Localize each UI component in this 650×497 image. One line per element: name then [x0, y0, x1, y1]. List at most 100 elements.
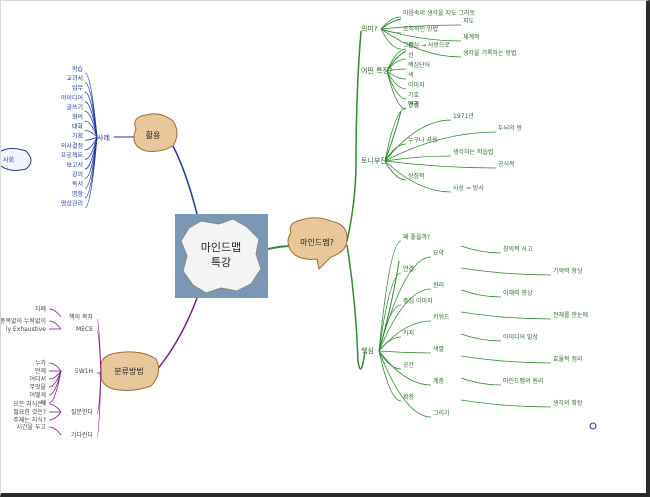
classify-sub-item[interactable]: 어디서 — [29, 375, 46, 383]
branch-label-use: 활용 — [146, 130, 161, 140]
classify-sub-item[interactable]: 어떻게 — [29, 391, 46, 399]
core-connector — [378, 288, 432, 352]
buzan-item[interactable]: 사상 = 방사 — [453, 184, 484, 192]
core-connector — [378, 350, 432, 418]
branch-bubble-main[interactable] — [287, 217, 348, 271]
use-item[interactable]: 아이디어 — [61, 94, 83, 102]
branch-bubble-use[interactable] — [133, 113, 178, 152]
meaning-connector — [380, 16, 402, 30]
use-side-label: 사회 — [3, 156, 14, 164]
core-connector — [378, 350, 402, 402]
classify-item[interactable]: 책의 목차 — [69, 313, 93, 321]
classify-sub-item[interactable]: 시간을 두고 — [16, 423, 46, 431]
use-item[interactable]: 대화 — [72, 123, 84, 131]
link-icon[interactable] — [589, 422, 597, 430]
feature-item[interactable]: 이미지 — [408, 81, 425, 89]
use-item[interactable]: 회의 — [72, 113, 83, 121]
buzan-item[interactable]: 누구나 사용 — [408, 136, 438, 144]
use-item[interactable]: 의사결정 — [61, 142, 83, 150]
right-note[interactable]: 생각의 확장 — [553, 399, 583, 407]
classify-sub-item[interactable]: 필요한 것은? — [13, 408, 46, 416]
core-item-principle[interactable]: 원리 — [433, 281, 444, 289]
use-item[interactable]: 글쓰기 — [66, 103, 83, 111]
use-item[interactable]: 명상관리 — [61, 199, 83, 207]
use-item[interactable]: 독서 — [72, 180, 83, 188]
right-note[interactable]: 이해력 향상 — [503, 289, 533, 297]
buzan-item[interactable]: 상징적 — [408, 172, 425, 180]
core-item-branch[interactable]: 가지 — [403, 329, 414, 337]
classify-sub-item[interactable]: 모든 지식은? — [13, 400, 46, 408]
right-note[interactable]: 효율적 정리 — [553, 355, 583, 363]
classify-sub-item[interactable]: 왜 — [40, 399, 46, 407]
use-item[interactable]: 명함 — [72, 190, 84, 198]
use-item[interactable]: 강의 — [72, 171, 83, 179]
classify-item[interactable]: 기다린다 — [71, 431, 94, 439]
buzan-connector — [384, 131, 497, 162]
use-item[interactable]: 교과서 — [66, 75, 83, 83]
feature-connector — [386, 70, 407, 80]
classify-sub-item[interactable]: 차례 — [35, 305, 46, 313]
use-item[interactable]: 기획 — [72, 132, 83, 140]
branch-bubble-classify[interactable] — [99, 351, 160, 391]
buzan-item[interactable]: 1971년 — [453, 112, 474, 120]
use-item[interactable]: 프로젝트 — [61, 151, 84, 159]
classify-item[interactable]: 5W1H — [75, 368, 93, 375]
right-note[interactable]: 마인드맵의 원리 — [503, 377, 544, 385]
node-meaning[interactable]: 의미? — [361, 24, 378, 33]
core-item-color[interactable]: 색깔 — [433, 345, 445, 353]
buzan-item[interactable]: 생각하는 학습법 — [453, 148, 494, 156]
core-connector — [378, 350, 432, 354]
classify-item[interactable]: 질문한다 — [71, 408, 94, 416]
use-item[interactable]: 학습 — [72, 65, 84, 73]
meaning-item[interactable]: 생각을 기록하는 방법 — [463, 49, 517, 57]
buzan-item[interactable]: 공식적 — [498, 160, 515, 168]
node-core[interactable]: 핵심 — [361, 346, 374, 355]
classify-sub-connector — [48, 308, 62, 318]
feature-item[interactable]: 기호 — [408, 91, 420, 99]
feature-item[interactable]: 연결 — [408, 101, 419, 109]
use-item[interactable]: 보고서 — [66, 161, 83, 169]
trunk-down — [346, 244, 366, 370]
right-note[interactable]: 기억력 향상 — [553, 267, 583, 275]
core-item-draw[interactable]: 그리기 — [433, 409, 450, 417]
classify-sub-item[interactable]: 무엇을 — [29, 384, 46, 391]
core-item-center_image[interactable]: 중심 이미지 — [403, 297, 433, 305]
right-note[interactable]: 창의적 사고 — [503, 245, 533, 253]
classify-sub-connector — [48, 370, 62, 380]
core-item-why[interactable]: 왜 좋을까? — [403, 233, 430, 241]
classify-sub-item[interactable]: 언제 — [35, 367, 46, 375]
feature-item[interactable]: 중심 → 사방으로 — [408, 41, 450, 49]
core-item-hierarchy[interactable]: 계층 — [433, 377, 445, 385]
meaning-item[interactable]: 체계적 — [463, 33, 480, 41]
core-connector — [378, 336, 402, 352]
meaning-item[interactable]: 지도 — [463, 17, 475, 25]
use-item[interactable]: 업무 — [72, 84, 84, 92]
buzan-item[interactable]: 두뇌의 왕 — [498, 124, 522, 132]
classify-sub-item[interactable]: 주제는 지식? — [13, 416, 46, 424]
feature-item[interactable]: 핵심단어 — [408, 61, 430, 69]
core-item-keyword[interactable]: 키워드 — [433, 313, 450, 321]
node-feature[interactable]: 어떤 특징? — [361, 66, 393, 75]
core-item-space[interactable]: 공간 — [403, 361, 415, 369]
core-item-expand[interactable]: 확장 — [403, 393, 415, 401]
core-item-connect[interactable]: 연결 — [403, 265, 414, 273]
note-connector — [460, 333, 502, 342]
branch-label-main: 마인드맵? — [300, 237, 334, 247]
classify-sub-item[interactable]: 누가 — [35, 359, 47, 367]
buzan-item[interactable]: 영국 — [408, 100, 420, 108]
buzan-connector — [384, 160, 407, 181]
meaning-connector — [380, 28, 402, 50]
classify-sub-item[interactable]: 중복없이 누락없이 — [1, 317, 46, 325]
classify-sub-item[interactable]: ly Exhaustive — [6, 326, 46, 333]
feature-item[interactable]: 선 — [408, 51, 414, 59]
connector-buzan — [384, 110, 402, 162]
meaning-item[interactable]: 조직적인 방법 — [403, 25, 438, 33]
right-note[interactable]: 전체를 한눈에 — [553, 311, 588, 319]
feature-item[interactable]: 색 — [408, 71, 414, 79]
node-buzan[interactable]: 토니부잔 — [361, 156, 387, 165]
right-note[interactable]: 아이디어 발상 — [503, 333, 539, 341]
classify-item[interactable]: MECE — [76, 326, 93, 333]
meaning-item[interactable]: 마음속의 생각을 지도 그리듯 — [403, 9, 475, 17]
core-item-summary[interactable]: 요약 — [433, 249, 445, 257]
